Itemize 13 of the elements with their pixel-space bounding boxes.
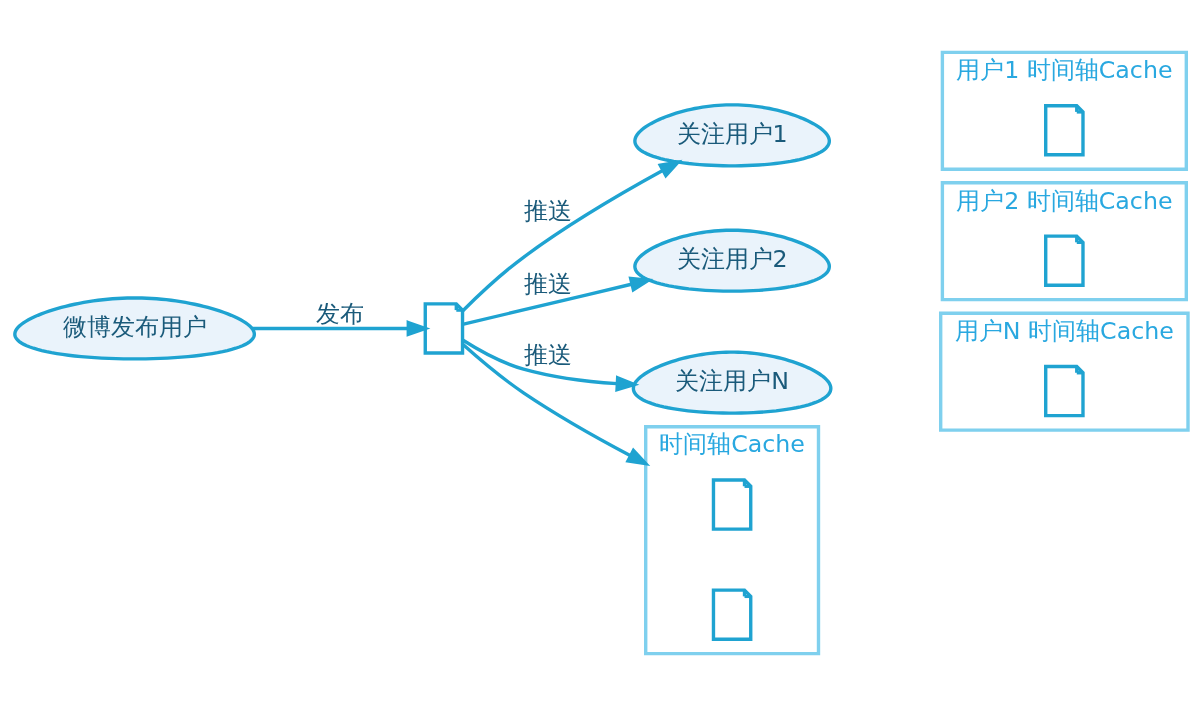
edge-label: 推送: [524, 196, 573, 225]
arrow: [461, 338, 640, 392]
cluster: 用户N 时间轴Cache: [939, 311, 1190, 432]
arrow: [462, 276, 654, 327]
cluster: 用户2 时间轴Cache: [940, 181, 1188, 302]
edge-label: 推送: [524, 269, 573, 298]
edge-label: 推送: [524, 340, 573, 369]
cluster: 时间轴Cache: [644, 425, 821, 656]
arrow: [461, 343, 651, 466]
arrow: [461, 159, 683, 313]
arrow: [252, 320, 431, 337]
cluster: 用户1 时间轴Cache: [940, 50, 1188, 171]
edge-label: 发布: [315, 300, 364, 328]
